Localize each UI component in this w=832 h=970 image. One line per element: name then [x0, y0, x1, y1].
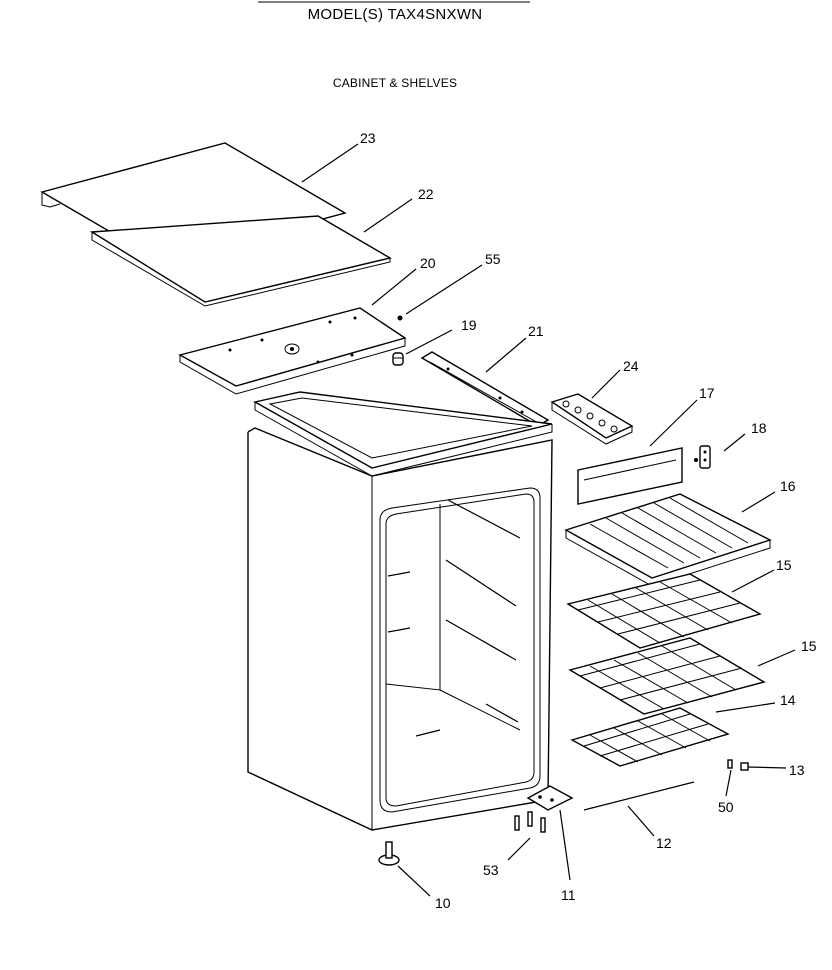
part-rod — [583, 781, 695, 811]
part-cabinet-top-frame — [253, 391, 553, 477]
model-title: MODEL(S) TAX4SNXWN — [307, 6, 483, 23]
callout-50: 50 — [718, 799, 734, 815]
part-tray-front — [577, 447, 683, 505]
part-wire-shelf-lower — [570, 707, 730, 767]
part-leveling-foot — [378, 841, 400, 866]
part-hinge — [526, 785, 574, 811]
callout-19: 19 — [461, 317, 477, 333]
part-rail — [420, 351, 550, 427]
part-small-bracket — [694, 445, 711, 469]
part-wire-shelf-middle — [568, 637, 766, 715]
callout-16: 16 — [780, 478, 796, 494]
callout-11: 11 — [561, 887, 576, 903]
part-crisper-shelf — [564, 493, 772, 587]
callout-15-upper: 15 — [776, 557, 792, 573]
part-bracket-plate — [178, 307, 407, 395]
part-ice-tray — [550, 393, 634, 445]
callout-10: 10 — [435, 895, 451, 911]
part-screw-55 — [397, 315, 403, 321]
callout-15-middle: 15 — [801, 638, 817, 654]
callout-55: 55 — [485, 251, 501, 267]
part-plug-13 — [740, 762, 749, 771]
callout-17: 17 — [699, 385, 715, 401]
callout-14: 14 — [780, 692, 796, 708]
part-pin-50 — [727, 759, 733, 769]
callout-23: 23 — [360, 130, 376, 146]
callout-18: 18 — [751, 420, 767, 436]
part-top-panel — [89, 215, 392, 307]
callout-12: 12 — [656, 835, 672, 851]
part-clip-19 — [392, 352, 404, 366]
section-subtitle: CABINET & SHELVES — [332, 76, 458, 90]
part-cabinet-body — [247, 427, 553, 831]
part-wire-shelf-upper — [566, 573, 762, 649]
callout-24: 24 — [623, 358, 639, 374]
leader-lines — [301, 143, 796, 897]
callout-22: 22 — [418, 186, 434, 202]
callout-13: 13 — [789, 762, 805, 778]
callout-20: 20 — [420, 255, 436, 271]
callout-21: 21 — [528, 323, 544, 339]
callout-53: 53 — [483, 862, 499, 878]
part-screws-53 — [514, 811, 546, 833]
